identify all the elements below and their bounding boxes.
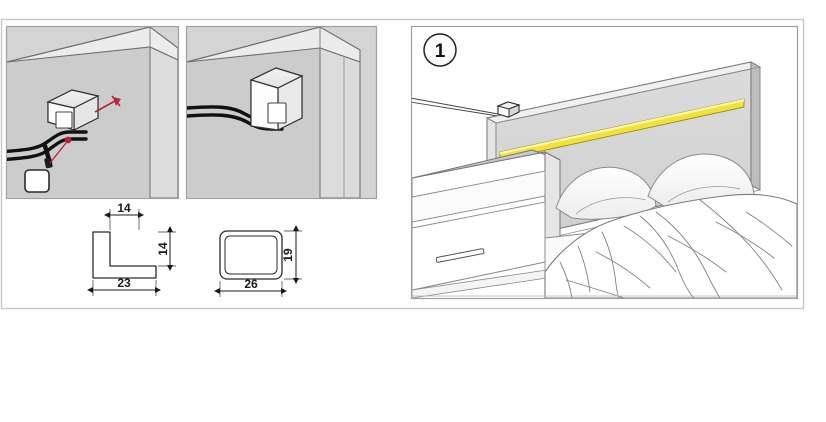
connector-box: [496, 101, 521, 118]
dim-label-rect-height: 19: [281, 248, 295, 262]
dim-label-l-top-width: 14: [117, 201, 131, 215]
dim-label-l-inner-height: 14: [156, 242, 170, 256]
panel-detail-connector-side: [185, 25, 378, 200]
panel-side-edge: [319, 47, 361, 198]
panel-side-edge: [149, 46, 178, 198]
panel-detail-connector-front: [5, 25, 180, 200]
pillows: [555, 153, 755, 220]
leader-line: [412, 97, 499, 117]
wall-outlet: [24, 169, 50, 193]
cable-plug: [42, 143, 53, 169]
panel-bedroom-overview: 1: [410, 25, 799, 300]
drawer-handle: [435, 248, 485, 263]
callout-step-1: 1: [423, 33, 457, 67]
l-profile-cross-section: 14 14 23: [87, 201, 176, 296]
duvet: [544, 193, 797, 298]
callout-label: 1: [435, 41, 446, 62]
dim-label-rect-width: 26: [244, 277, 258, 291]
connector-box: [46, 89, 100, 131]
rectangular-profile-cross-section: 19 26: [214, 225, 302, 297]
connector-box: [249, 67, 304, 131]
screw-marker-outlet: [49, 136, 72, 164]
nightstand: [412, 149, 561, 298]
dim-label-l-overall-width: 23: [117, 276, 131, 290]
screw-marker-top: [94, 95, 121, 113]
